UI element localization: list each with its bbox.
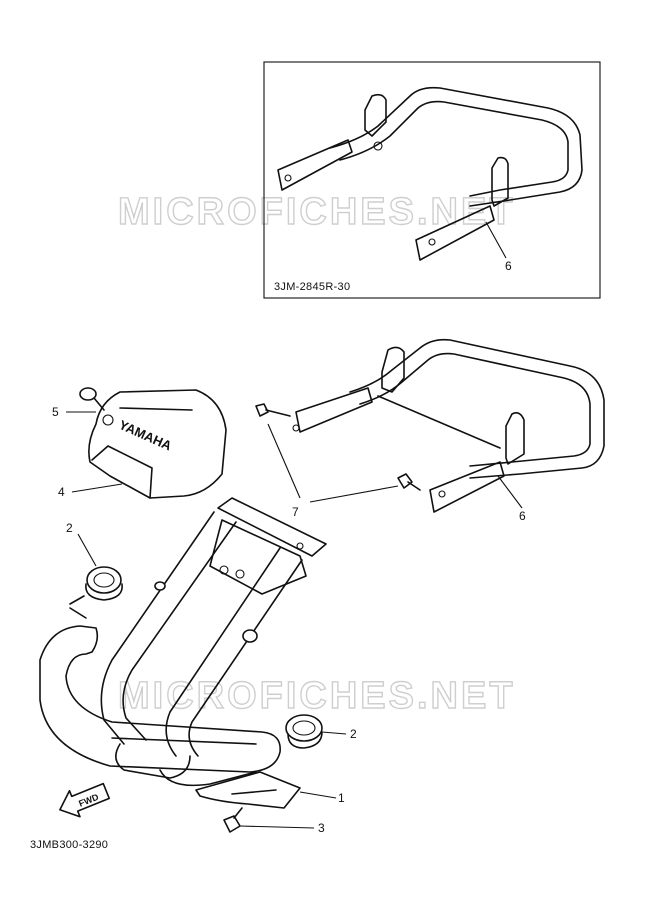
bolt-head-icon bbox=[255, 403, 269, 417]
guard-frame bbox=[39, 497, 327, 787]
grommet-outer bbox=[285, 714, 323, 742]
inset-diagram-code: 3JM-2845R-30 bbox=[274, 281, 350, 293]
frame-hole bbox=[296, 542, 304, 550]
watermark-bottom: MICROFICHES.NET bbox=[118, 675, 516, 717]
leader-7-a bbox=[267, 423, 301, 499]
bolt-7-front bbox=[397, 473, 421, 491]
inset-front-plate bbox=[415, 205, 495, 261]
frame-bumper-loop bbox=[39, 625, 281, 773]
callout-6: 6 bbox=[519, 509, 526, 523]
frame-bumper-inner bbox=[111, 737, 257, 745]
inset-tube-inner bbox=[339, 100, 569, 197]
bolt-head-icon bbox=[397, 473, 413, 489]
bolt-shank bbox=[407, 481, 421, 491]
inset-leader-6 bbox=[485, 221, 507, 259]
bolt-3 bbox=[223, 807, 243, 833]
bolt-shank bbox=[233, 807, 243, 819]
frame-top-plate bbox=[217, 497, 327, 557]
skid-plate-body bbox=[195, 771, 301, 809]
leader-7-b bbox=[309, 485, 399, 503]
grab-bar-bolt-hole bbox=[438, 490, 446, 498]
leader-1 bbox=[299, 791, 337, 799]
inset-front-tab bbox=[491, 156, 509, 207]
grommet-right bbox=[285, 714, 323, 749]
grommet-cut-mark bbox=[69, 595, 87, 619]
grommet-outer bbox=[86, 566, 122, 594]
frame-hole bbox=[235, 569, 245, 579]
grab-bar-rear-plate bbox=[295, 387, 373, 433]
callout-2-right: 2 bbox=[350, 727, 357, 741]
screw-shank bbox=[93, 397, 105, 411]
inset-bolt-hole bbox=[284, 174, 292, 182]
callout-1: 1 bbox=[338, 791, 345, 805]
grommet-bore bbox=[93, 572, 115, 588]
frame-hole bbox=[219, 565, 229, 575]
grab-bar-tube-outer bbox=[349, 338, 605, 479]
skid-plate bbox=[195, 771, 301, 809]
frame-lower-bulge bbox=[115, 743, 191, 779]
frame-boss bbox=[242, 629, 258, 643]
inset-pivot bbox=[373, 141, 383, 151]
grab-bar-front-tab bbox=[505, 412, 525, 465]
cover-body bbox=[88, 389, 227, 499]
watermark-top: MICROFICHES.NET bbox=[118, 191, 516, 233]
grommet-left bbox=[69, 566, 123, 619]
inset-rear-tab bbox=[364, 93, 387, 137]
grab-bar-tube-inner bbox=[359, 352, 591, 467]
frame-tube-right-b bbox=[188, 559, 303, 757]
cover-ridge bbox=[119, 407, 193, 411]
callout-7: 7 bbox=[292, 505, 299, 519]
frame-tube-right-a bbox=[165, 547, 281, 757]
leader-4 bbox=[71, 483, 123, 493]
frame-boss bbox=[154, 581, 166, 591]
bolt-head-icon bbox=[223, 815, 241, 833]
callout-3: 3 bbox=[318, 821, 325, 835]
grab-bar-front-plate bbox=[429, 461, 505, 513]
cover-screw-hole bbox=[102, 414, 114, 426]
inset-rear-plate bbox=[277, 139, 353, 191]
grommet-body bbox=[85, 583, 123, 601]
frame-tube-left-b bbox=[122, 521, 237, 741]
screw-5 bbox=[79, 387, 105, 411]
fwd-arrow-icon: FWD bbox=[59, 782, 111, 818]
frame-inner-web bbox=[209, 519, 307, 595]
inset-callout-6: 6 bbox=[505, 259, 512, 273]
fwd-arrow-shape bbox=[59, 782, 111, 818]
grommet-bore bbox=[292, 720, 316, 736]
screw-head-icon bbox=[79, 387, 97, 401]
callout-4: 4 bbox=[58, 485, 65, 499]
grab-bar-bolt-hole bbox=[292, 424, 300, 432]
inset-frame bbox=[263, 61, 601, 299]
bolt-7-rear bbox=[255, 403, 291, 417]
inset-bolt-hole bbox=[428, 238, 436, 246]
leader-6 bbox=[497, 475, 523, 509]
callout-5: 5 bbox=[52, 405, 59, 419]
grommet-body bbox=[287, 731, 323, 749]
cover-part: YAMAHA bbox=[88, 389, 227, 499]
leader-2-left bbox=[77, 533, 97, 567]
bolt-shank bbox=[265, 409, 291, 417]
inset-panel: 6 3JM-2845R-30 bbox=[263, 61, 601, 299]
leader-2-right bbox=[321, 731, 347, 735]
skid-plate-edge bbox=[231, 789, 277, 795]
grab-bar-crossbar bbox=[377, 395, 501, 449]
cover-lower-edge bbox=[91, 445, 153, 499]
diagram-code: 3JMB300-3290 bbox=[30, 839, 108, 851]
frame-lower-edge bbox=[159, 769, 257, 787]
inset-tube-outer bbox=[329, 86, 583, 207]
leader-3 bbox=[239, 825, 315, 829]
callout-2-left: 2 bbox=[66, 521, 73, 535]
grab-bar-assembly: 6 bbox=[292, 338, 605, 523]
